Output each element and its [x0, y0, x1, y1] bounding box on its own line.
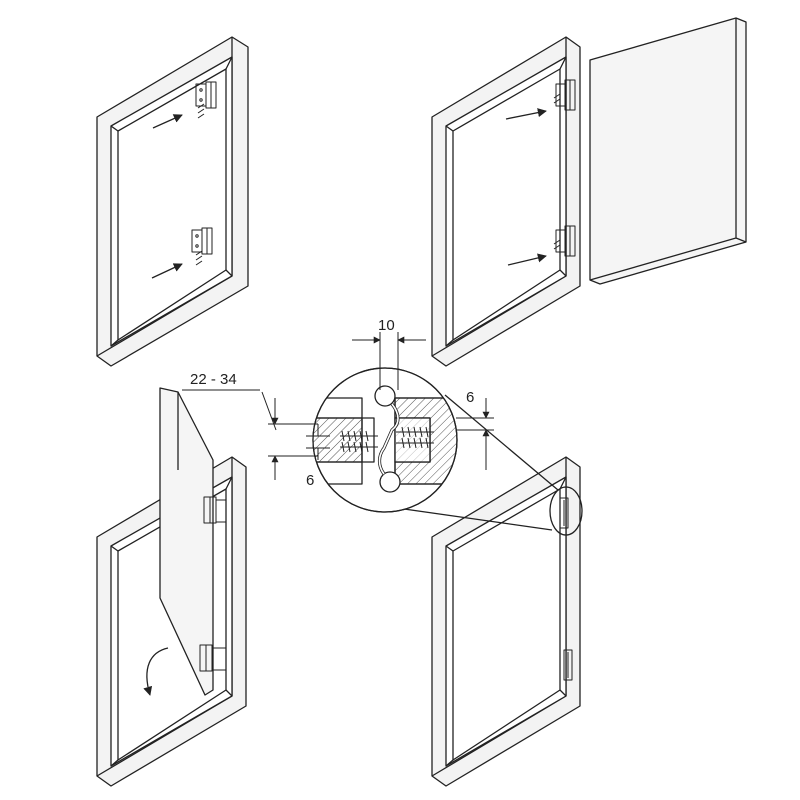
hinge-top: [555, 79, 576, 111]
knuckle-top: [374, 385, 396, 407]
knuckle-bottom: [379, 471, 401, 493]
arrow-bottom: [507, 253, 547, 266]
door-panel: [589, 17, 747, 285]
hinge-bottom: [555, 225, 576, 257]
swing-arrow: [143, 647, 169, 696]
frame-section: [313, 417, 363, 463]
hinge-top: [203, 496, 227, 524]
step1-frame-view: [96, 36, 249, 367]
step2-frame-door-view: [431, 17, 747, 367]
dim-label-recess-right: 6: [466, 389, 474, 406]
arrow-top: [505, 108, 547, 120]
step4-closed-view: [396, 394, 583, 787]
screw-icon: [195, 103, 205, 266]
dim-label-hinge-offset: 10: [378, 317, 395, 334]
detail-callout-marker: [549, 486, 583, 536]
step3-swing-view: [96, 387, 247, 787]
screw-icon: [340, 426, 434, 453]
arrow-top: [152, 114, 183, 129]
dimension-lines: [182, 332, 494, 480]
hinge-section-detail: [312, 367, 458, 513]
hinge-top: [559, 497, 569, 529]
hinge-bottom: [199, 644, 227, 672]
screw-icon: [553, 93, 561, 250]
dim-label-recess-left: 6: [306, 472, 314, 489]
arrow-bottom: [151, 263, 183, 279]
hinge-bottom: [191, 227, 213, 255]
hinge-bottom: [563, 649, 573, 681]
dim-label-door-thickness: 22 - 34: [190, 371, 237, 388]
